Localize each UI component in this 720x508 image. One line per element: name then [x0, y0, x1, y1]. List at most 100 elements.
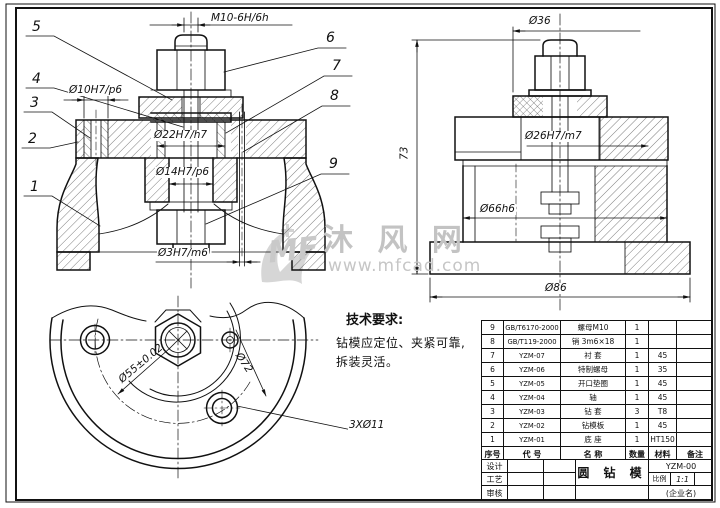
title-block: 设计 工艺 审核 圆 钻 模 YZM-00 比例 1:1 (企业名) — [481, 460, 713, 500]
parts-cell — [677, 377, 713, 391]
parts-cell: HT150 — [649, 433, 677, 447]
parts-cell: 底 座 — [561, 433, 626, 447]
watermark-url: www.mfcad.com — [328, 256, 482, 276]
parts-header-qty: 数量 — [626, 447, 649, 461]
parts-cell: 9 — [482, 321, 504, 335]
dim-d22h7: Ø22H7/h7 — [153, 129, 209, 141]
parts-cell: 衬 套 — [561, 349, 626, 363]
parts-cell: YZM-04 — [504, 391, 561, 405]
parts-header-notes: 备注 — [687, 449, 703, 459]
scale-value: 1:1 — [671, 473, 695, 486]
parts-cell: 45 — [649, 349, 677, 363]
parts-cell: YZM-07 — [504, 349, 561, 363]
title-blank-cell — [576, 486, 649, 500]
balloon-5: 5 — [32, 19, 41, 35]
parts-header-name: 名 称 — [561, 447, 626, 461]
parts-cell — [677, 335, 713, 349]
balloon-4: 4 — [32, 71, 41, 87]
drawing-title: 圆 钻 模 — [576, 460, 649, 486]
parts-cell: 螺母M10 — [561, 321, 626, 335]
parts-cell: YZM-03 — [504, 405, 561, 419]
parts-cell: YZM-06 — [504, 363, 561, 377]
parts-cell: 1 — [626, 363, 649, 377]
dim-d66h6: Ø66h6 — [479, 203, 516, 215]
parts-cell: 3 — [626, 405, 649, 419]
design-date-cell — [544, 460, 576, 473]
parts-cell: GB/T119-2000 — [504, 335, 561, 349]
parts-cell: 1 — [626, 419, 649, 433]
parts-cell: GB/T6170-2000 — [504, 321, 561, 335]
watermark-logo-text: MF — [266, 230, 320, 271]
dim-height-73: 73 — [398, 146, 411, 160]
balloon-1: 1 — [30, 179, 39, 195]
dim-d10h7: Ø10H7/p6 — [68, 84, 124, 96]
parts-cell — [677, 405, 713, 419]
tech-requirements-line2: 拆装灵活。 — [336, 355, 399, 369]
parts-list-table: 9 GB/T6170-2000 螺母M10 1 8 GB/T119-2000 销… — [481, 320, 713, 461]
parts-cell — [677, 433, 713, 447]
tech-requirements-line1: 钻模应定位、夹紧可靠, — [336, 336, 466, 350]
parts-cell — [677, 321, 713, 335]
process-label: 工艺 — [482, 473, 508, 486]
scale-blank-cell — [695, 473, 713, 486]
view3-bottom-view — [49, 295, 353, 479]
tech-requirements-title: 技术要求: — [346, 313, 404, 328]
dim-d14h7: Ø14H7/p6 — [155, 166, 211, 178]
parts-cell: 8 — [482, 335, 504, 349]
parts-cell: 特制螺母 — [561, 363, 626, 377]
parts-cell: 4 — [482, 391, 504, 405]
balloon-7: 7 — [332, 58, 341, 74]
parts-cell: 6 — [482, 363, 504, 377]
review-name-cell — [508, 486, 544, 500]
sheet-frame — [5, 3, 716, 503]
parts-cell: 45 — [649, 391, 677, 405]
parts-cell — [677, 363, 713, 377]
dim-d36: Ø36 — [528, 15, 552, 27]
balloon-8: 8 — [330, 88, 339, 104]
balloon-2: 2 — [28, 131, 37, 147]
parts-cell: 1 — [626, 391, 649, 405]
parts-cell: 销 3m6×18 — [561, 335, 626, 349]
parts-cell: 45 — [649, 377, 677, 391]
parts-cell — [677, 349, 713, 363]
scale-label: 比例 — [649, 473, 671, 486]
dim-d26h7: Ø26H7/m7 — [524, 130, 583, 142]
parts-cell: 35 — [649, 363, 677, 377]
parts-cell: YZM-02 — [504, 419, 561, 433]
parts-cell: 7 — [482, 349, 504, 363]
parts-cell: 1 — [626, 377, 649, 391]
dim-d86: Ø86 — [544, 282, 568, 294]
parts-cell — [677, 391, 713, 405]
parts-cell: 2 — [482, 419, 504, 433]
watermark-brand: 沐 风 网 — [323, 223, 469, 258]
parts-header-material: 材料 — [649, 447, 677, 461]
parts-cell: 1 — [626, 349, 649, 363]
dim-d3h7: Ø3H7/m6 — [157, 247, 209, 259]
review-date-cell — [544, 486, 576, 500]
parts-cell: 钻 套 — [561, 405, 626, 419]
parts-cell: YZM-05 — [504, 377, 561, 391]
design-name-cell — [508, 460, 544, 473]
parts-header-seq: 序号 — [482, 447, 504, 461]
parts-cell: 钻模板 — [561, 419, 626, 433]
parts-cell: 45 — [649, 419, 677, 433]
parts-cell: 开口垫圈 — [561, 377, 626, 391]
parts-cell — [649, 321, 677, 335]
dim-3x-d11: 3XØ11 — [348, 419, 386, 431]
parts-cell: 1 — [626, 433, 649, 447]
view1-front-section — [21, 11, 353, 289]
parts-header-code: 代 号 — [504, 447, 561, 461]
parts-cell — [677, 419, 713, 433]
balloon-6: 6 — [326, 30, 335, 46]
dim-thread-m10: M10-6H/6h — [210, 12, 270, 24]
parts-cell: 5 — [482, 377, 504, 391]
process-name-cell — [508, 473, 544, 486]
process-date-cell — [544, 473, 576, 486]
parts-cell: 1 — [626, 335, 649, 349]
parts-cell: 1 — [482, 433, 504, 447]
balloon-9: 9 — [329, 156, 338, 172]
review-label: 审核 — [482, 486, 508, 500]
parts-cell: 3 — [482, 405, 504, 419]
